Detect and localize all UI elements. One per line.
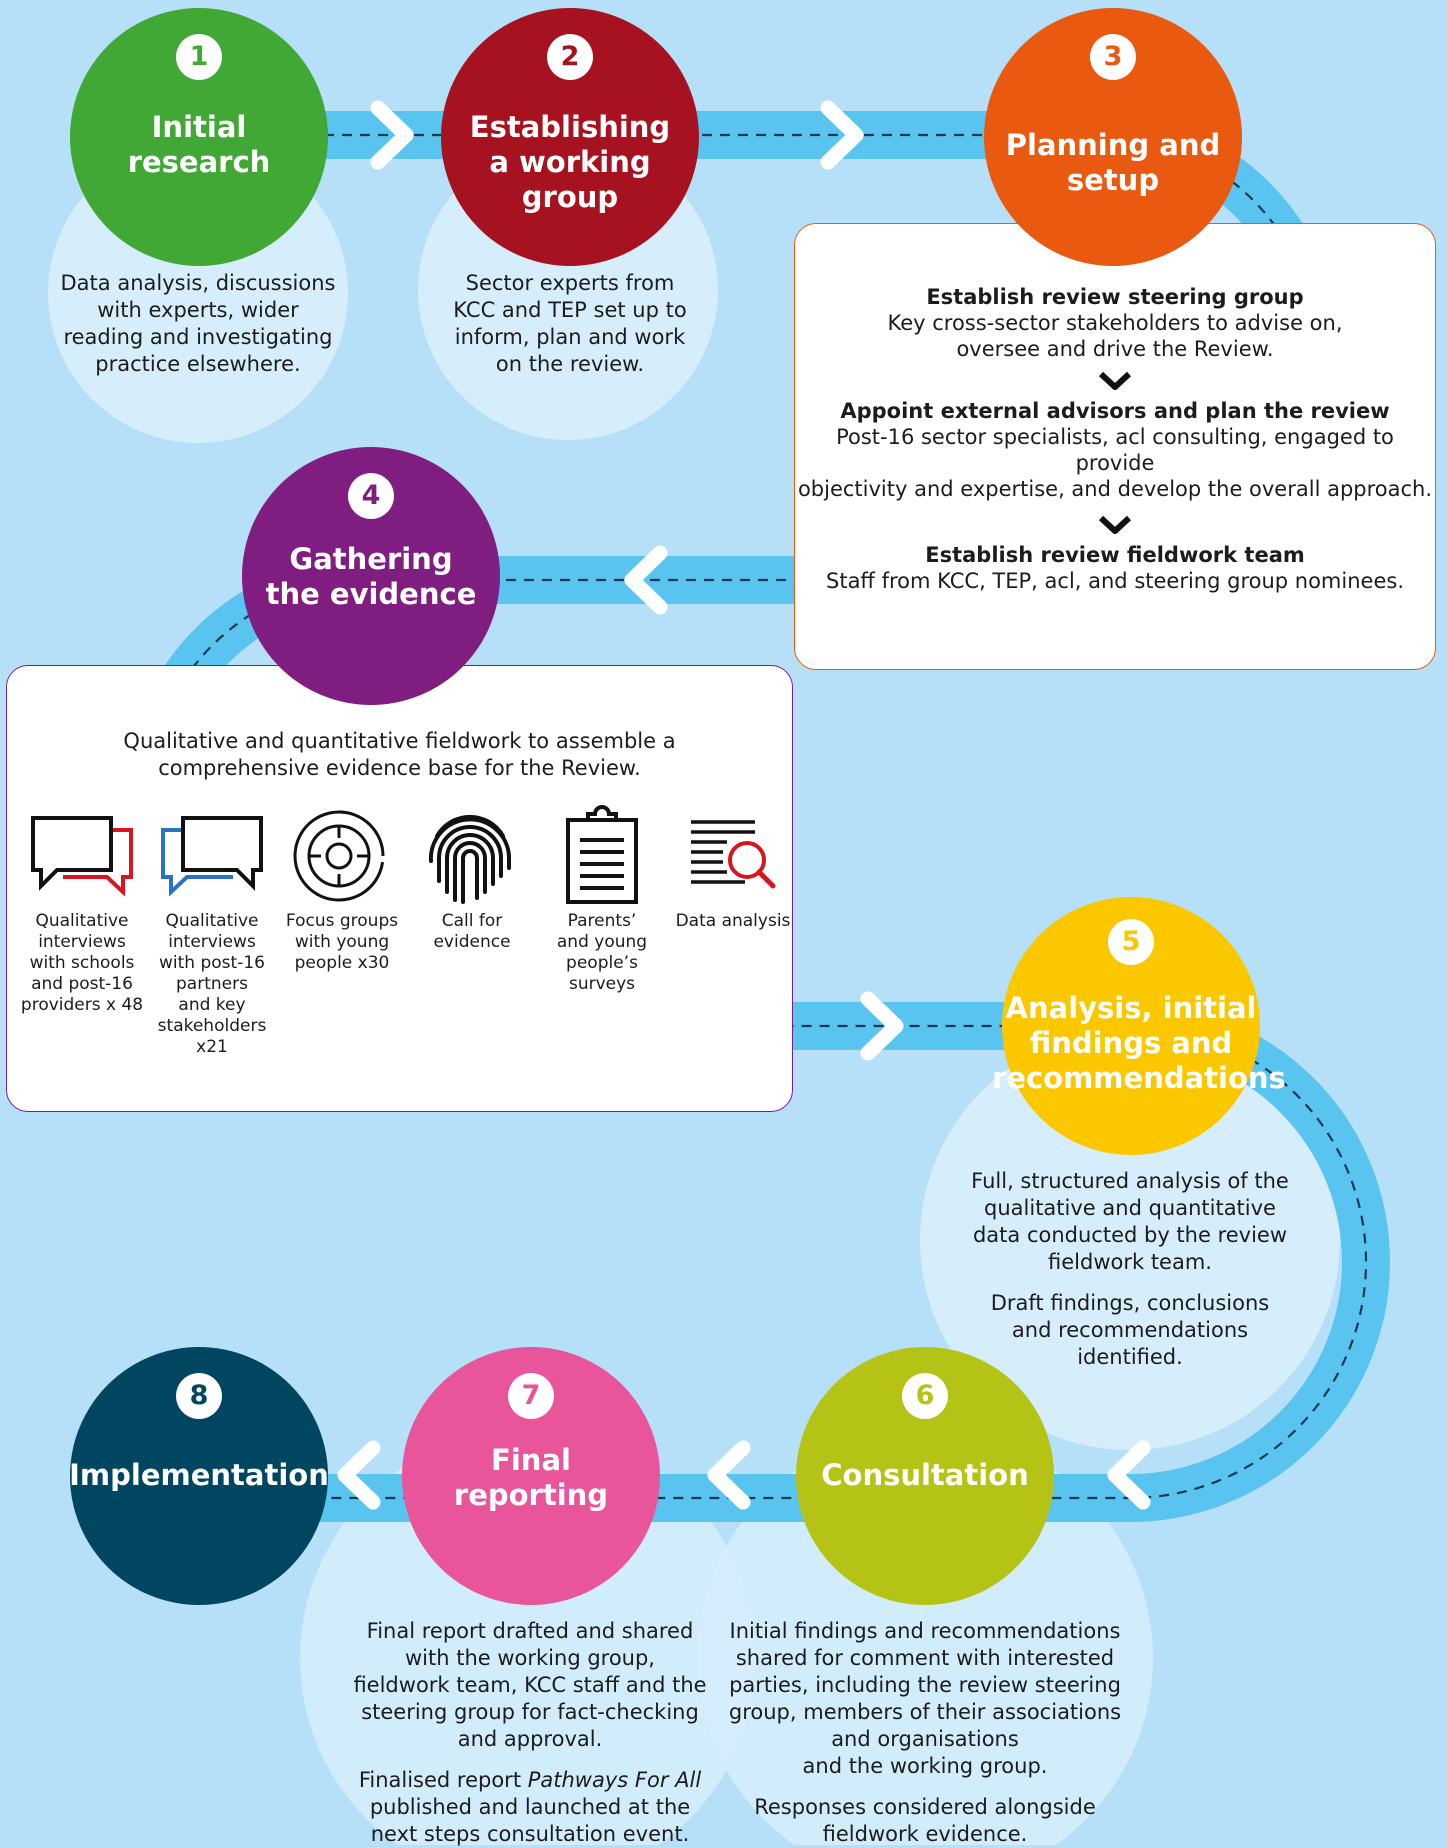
stage-3-step-1-text: Key cross-sector stakeholders to advise … — [887, 311, 1343, 361]
chevron-down-icon — [1098, 515, 1132, 534]
stage-8-number: 8 — [176, 1373, 222, 1419]
chevron-right-icon — [820, 100, 864, 170]
stage-6-title: Consultation — [821, 1458, 1029, 1492]
chevron-right-icon — [370, 100, 414, 170]
stage-3-step-3-title: Establish review fieldwork team — [925, 543, 1305, 567]
speech-bubble-blue-icon — [161, 816, 263, 897]
stage-4-box: Qualitative and quantitative fieldwork t… — [6, 665, 793, 1112]
stage-5-number: 5 — [1108, 919, 1154, 965]
chevron-left-icon — [337, 1440, 381, 1510]
stage-3-step-2-title: Appoint external advisors and plan the r… — [840, 399, 1390, 423]
stage-3-step-1-title: Establish review steering group — [926, 285, 1304, 309]
speech-bubble-red-icon — [31, 816, 133, 897]
data-search-icon — [691, 820, 776, 889]
stage-3-step-3-text: Staff from KCC, TEP, acl, and steering g… — [826, 569, 1404, 593]
chevron-left-icon — [624, 545, 668, 615]
stage-8-title: Implementation — [69, 1458, 329, 1492]
stage-2-number: 2 — [547, 34, 593, 80]
stage-8-circle: 8 Implementation — [69, 1347, 329, 1605]
chevron-down-icon — [1098, 371, 1132, 390]
stage-5-pale-circle — [920, 1030, 1340, 1450]
stage-3-box: Establish review steering group Key cros… — [794, 223, 1436, 670]
stage-4-intro: Qualitative and quantitative fieldwork t… — [123, 729, 676, 780]
stage-1-number: 1 — [176, 34, 222, 80]
stage-3-step-2-text: Post-16 sector specialists, acl consulti… — [797, 425, 1433, 501]
stage-4-number: 4 — [348, 473, 394, 519]
evidence-label-data-analysis: Data analysis — [675, 911, 791, 931]
chevron-right-icon — [860, 991, 904, 1061]
stage-3-number: 3 — [1090, 34, 1136, 80]
stage-6-number: 6 — [902, 1373, 948, 1419]
target-icon — [293, 810, 385, 902]
fingerprint-icon — [428, 814, 511, 904]
clipboard-icon — [566, 805, 638, 904]
stage-6-circle: 6 Consultation — [796, 1347, 1054, 1605]
chevron-left-icon — [1107, 1440, 1151, 1510]
stage-7-number: 7 — [508, 1373, 554, 1419]
chevron-left-icon — [707, 1440, 751, 1510]
